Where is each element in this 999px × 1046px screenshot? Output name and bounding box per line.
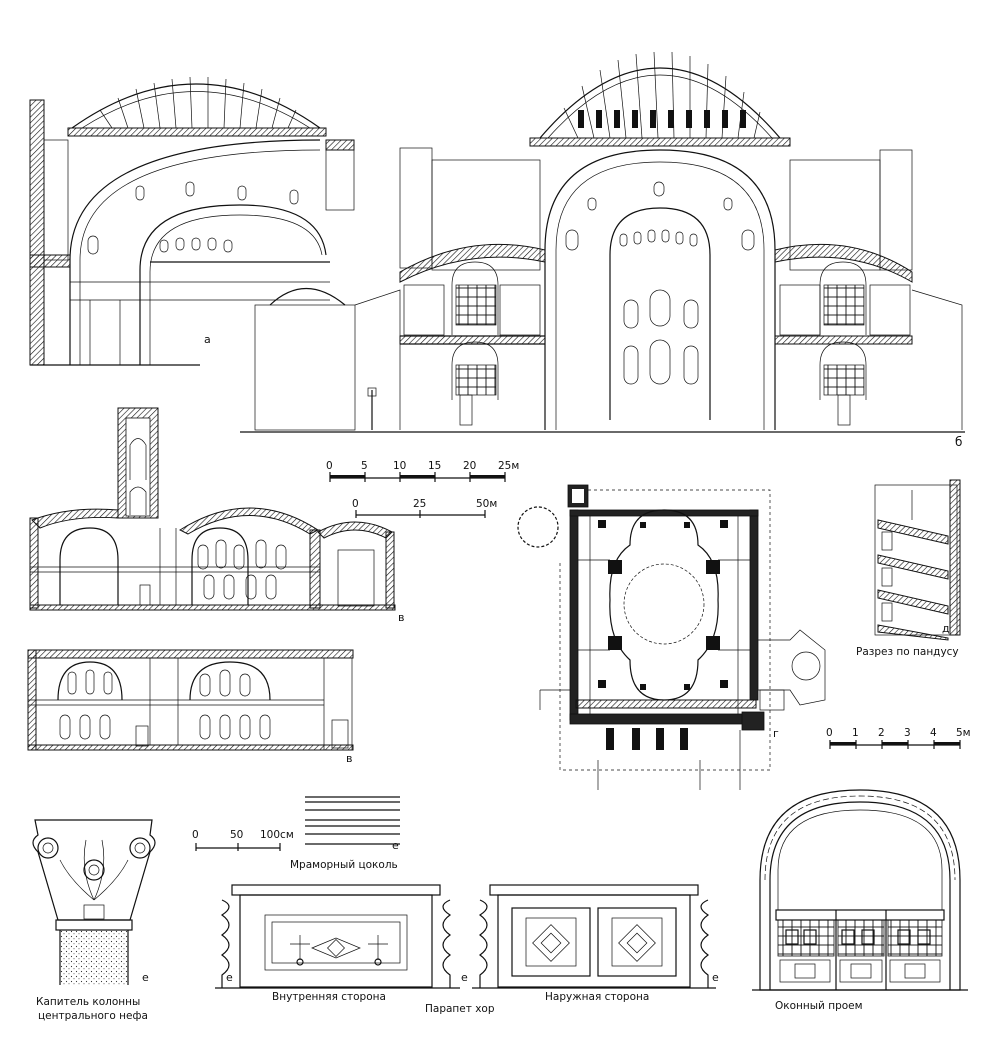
- scale-25m-tick-1: 5: [361, 460, 368, 472]
- label-e-capital: е: [142, 971, 149, 984]
- section-b-drawing: [240, 51, 965, 433]
- label-e-parapet-right: е: [712, 971, 719, 984]
- choir-parapet-outer-drawing: [472, 884, 716, 989]
- section-v-upper-drawing: [29, 407, 396, 611]
- caption-inner-side: Внутренняя сторона: [272, 991, 386, 1003]
- label-d: д: [942, 622, 950, 635]
- label-g: г: [773, 727, 779, 740]
- scale-50m-tick-2: 50м: [476, 498, 498, 510]
- label-e-parapet-middle: е: [461, 971, 468, 984]
- scale-50m-tick-0: 0: [352, 498, 359, 510]
- caption-window-opening: Оконный проем: [775, 1000, 863, 1012]
- column-capital-drawing: [32, 819, 156, 985]
- scale-5m-tick-4: 4: [930, 727, 937, 739]
- caption-marble-plinth: Мраморный цоколь: [290, 859, 398, 871]
- label-a: а: [204, 333, 211, 346]
- scale-25m-tick-2: 10: [393, 460, 407, 472]
- caption-outer-side: Наружная сторона: [545, 991, 650, 1003]
- scale-5m-tick-2: 2: [878, 727, 885, 739]
- caption-capital-line1: Капитель колонны: [36, 996, 141, 1008]
- scale-5m-tick-1: 1: [852, 727, 859, 739]
- caption-ramp-section: Разрез по пандусу: [856, 646, 959, 658]
- scale-25m-tick-3: 15: [428, 460, 442, 472]
- scale-25m-tick-4: 20: [463, 460, 477, 472]
- scale-5m-tick-0: 0: [826, 727, 833, 739]
- scale-bar-50m: [355, 510, 486, 518]
- label-e-plinth: е: [392, 839, 399, 852]
- plan-g-drawing: [517, 484, 826, 790]
- scale-100cm-tick-0: 0: [192, 829, 199, 841]
- label-b: б: [955, 435, 963, 449]
- scale-5m-tick-5: 5м: [956, 727, 971, 739]
- marble-plinth-drawing: [305, 796, 400, 845]
- scale-100cm-tick-1: 50: [230, 829, 244, 841]
- ramp-section-d-drawing: [874, 479, 961, 641]
- scale-25m-tick-5: 25м: [498, 460, 520, 472]
- label-v-upper: в: [398, 611, 405, 624]
- caption-choir-parapet: Парапет хор: [425, 1003, 495, 1015]
- scale-bar-25m: [329, 472, 506, 482]
- scale-bar-5m: [829, 740, 961, 749]
- caption-capital-line2: центрального нефа: [38, 1010, 148, 1022]
- scale-bar-100cm: [195, 843, 281, 851]
- scale-100cm-tick-2: 100см: [260, 829, 294, 841]
- scale-5m-tick-3: 3: [904, 727, 911, 739]
- section-a-drawing: [29, 76, 355, 366]
- label-v-lower: в: [346, 752, 353, 765]
- scale-50m-tick-1: 25: [413, 498, 427, 510]
- choir-parapet-inner-drawing: [215, 884, 460, 989]
- scale-25m-tick-0: 0: [326, 460, 333, 472]
- label-e-parapet-left: е: [226, 971, 233, 984]
- section-v-lower-drawing: [27, 649, 354, 751]
- window-opening-drawing: [752, 789, 968, 991]
